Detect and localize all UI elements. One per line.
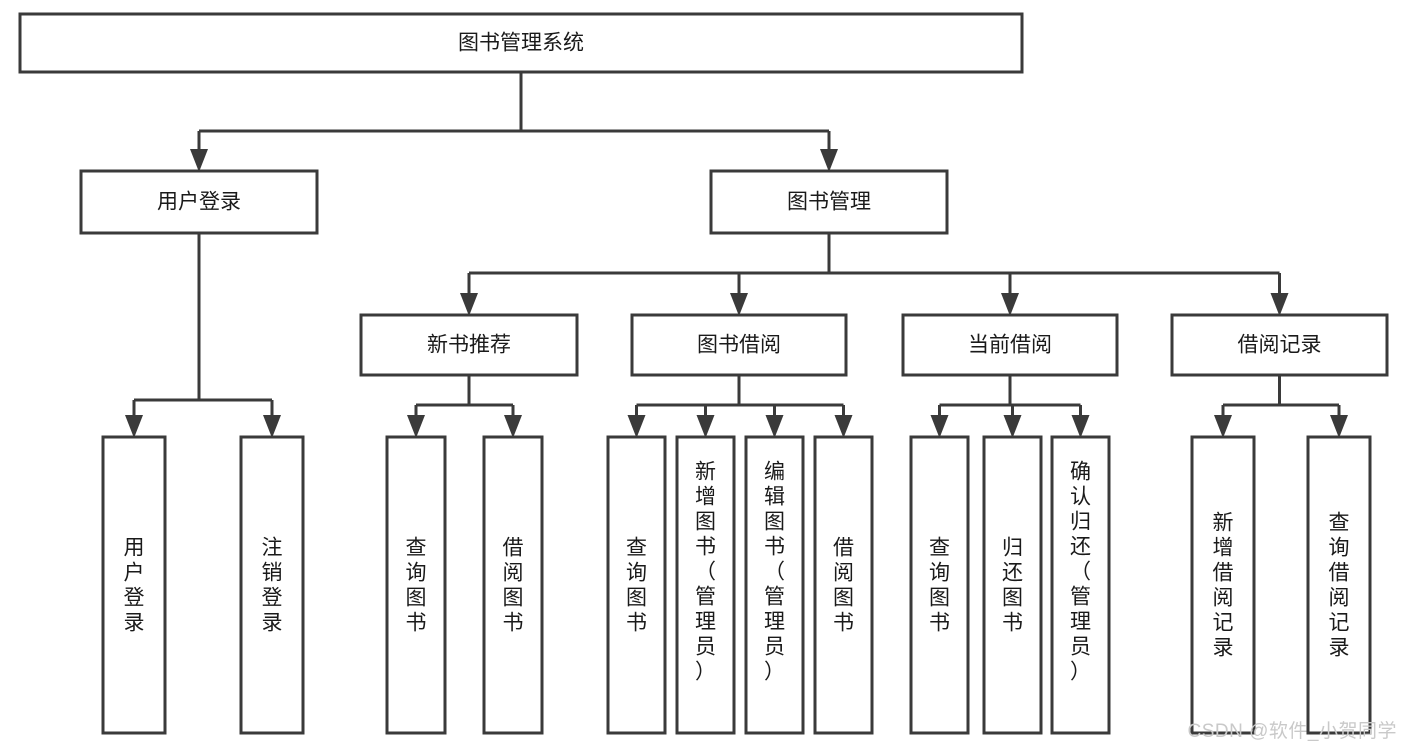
node-box: [675, 435, 736, 735]
node-label: 编辑图书（管理员）: [764, 461, 785, 684]
node-layer: 图书管理系统用户登录图书管理新书推荐图书借阅当前借阅借阅记录用户登录注销登录查询…: [18, 12, 1389, 735]
node-box: [101, 435, 167, 735]
node-box: [901, 313, 1119, 377]
node-leaf-query-book-1[interactable]: 查询图书: [385, 435, 447, 735]
arrow-head-icon: [627, 415, 646, 438]
node-box: [1170, 313, 1389, 377]
node-box: [79, 169, 319, 235]
arrow-head-icon: [730, 293, 748, 316]
arrow-head-icon: [1214, 415, 1232, 438]
node-user-login[interactable]: 用户登录: [79, 169, 319, 235]
node-borrow-record[interactable]: 借阅记录: [1170, 313, 1389, 377]
node-label: 图书管理系统: [458, 32, 584, 55]
arrow-head-icon: [930, 415, 949, 438]
arrow-head-icon: [1071, 415, 1090, 438]
node-leaf-return-book[interactable]: 归还图书: [982, 435, 1043, 735]
arrow-head-icon: [125, 415, 143, 438]
arrow-head-icon: [460, 293, 478, 316]
arrow-head-icon: [263, 415, 281, 438]
node-leaf-borrow-book-2[interactable]: 借阅图书: [813, 435, 874, 735]
arrow-head-icon: [1270, 293, 1289, 316]
arrow-head-icon: [1330, 415, 1348, 438]
node-label: 新书推荐: [427, 334, 511, 357]
node-box: [813, 435, 874, 735]
node-label: 查询图书: [406, 537, 427, 635]
node-label: 借阅图书: [503, 537, 524, 635]
arrow-head-icon: [190, 149, 208, 172]
node-current-borrow[interactable]: 当前借阅: [901, 313, 1119, 377]
node-leaf-add-record[interactable]: 新增借阅记录: [1190, 435, 1256, 735]
node-box: [630, 313, 848, 377]
node-leaf-borrow-book-1[interactable]: 借阅图书: [482, 435, 544, 735]
arrow-head-icon: [820, 149, 838, 172]
node-label: 图书管理: [787, 191, 871, 214]
node-label: 图书借阅: [697, 334, 781, 357]
arrow-head-icon: [407, 415, 425, 438]
node-label: 用户登录: [124, 537, 145, 635]
node-leaf-user-login[interactable]: 用户登录: [101, 435, 167, 735]
node-box: [1306, 435, 1372, 735]
arrow-head-icon: [765, 415, 784, 438]
node-label: 查询借阅记录: [1329, 512, 1350, 660]
arrow-head-icon: [834, 415, 853, 438]
node-box: [18, 12, 1024, 74]
node-label: 确认归还（管理员）: [1070, 461, 1091, 684]
node-box: [606, 435, 667, 735]
node-label: 借阅记录: [1238, 334, 1322, 357]
node-label: 新增图书（管理员）: [695, 461, 716, 684]
node-box: [1050, 435, 1111, 735]
node-label: 新增借阅记录: [1213, 512, 1234, 660]
node-label: 注销登录: [262, 537, 283, 635]
node-box: [982, 435, 1043, 735]
node-box: [1190, 435, 1256, 735]
node-label: 借阅图书: [833, 537, 854, 635]
node-leaf-query-book-3[interactable]: 查询图书: [909, 435, 970, 735]
node-leaf-query-record[interactable]: 查询借阅记录: [1306, 435, 1372, 735]
node-book-borrow[interactable]: 图书借阅: [630, 313, 848, 377]
node-label: 归还图书: [1002, 537, 1023, 635]
node-new-book-recommend[interactable]: 新书推荐: [359, 313, 579, 377]
arrow-head-icon: [1003, 415, 1022, 438]
node-root[interactable]: 图书管理系统: [18, 12, 1024, 74]
arrow-head-icon: [696, 415, 715, 438]
node-box: [385, 435, 447, 735]
arrow-head-icon: [504, 415, 522, 438]
node-label: 查询图书: [626, 537, 647, 635]
node-leaf-logout[interactable]: 注销登录: [239, 435, 305, 735]
node-box: [359, 313, 579, 377]
edge-layer: [125, 72, 1348, 438]
node-box: [709, 169, 949, 235]
node-leaf-query-book-2[interactable]: 查询图书: [606, 435, 667, 735]
node-box: [239, 435, 305, 735]
node-leaf-edit-book[interactable]: 编辑图书（管理员）: [744, 435, 805, 735]
node-box: [909, 435, 970, 735]
arrow-head-icon: [1001, 293, 1019, 316]
node-box: [482, 435, 544, 735]
node-label: 查询图书: [929, 537, 950, 635]
node-label: 当前借阅: [968, 334, 1052, 357]
node-leaf-confirm-return[interactable]: 确认归还（管理员）: [1050, 435, 1111, 735]
node-label: 用户登录: [157, 191, 241, 214]
node-leaf-add-book[interactable]: 新增图书（管理员）: [675, 435, 736, 735]
node-box: [744, 435, 805, 735]
node-book-manage[interactable]: 图书管理: [709, 169, 949, 235]
